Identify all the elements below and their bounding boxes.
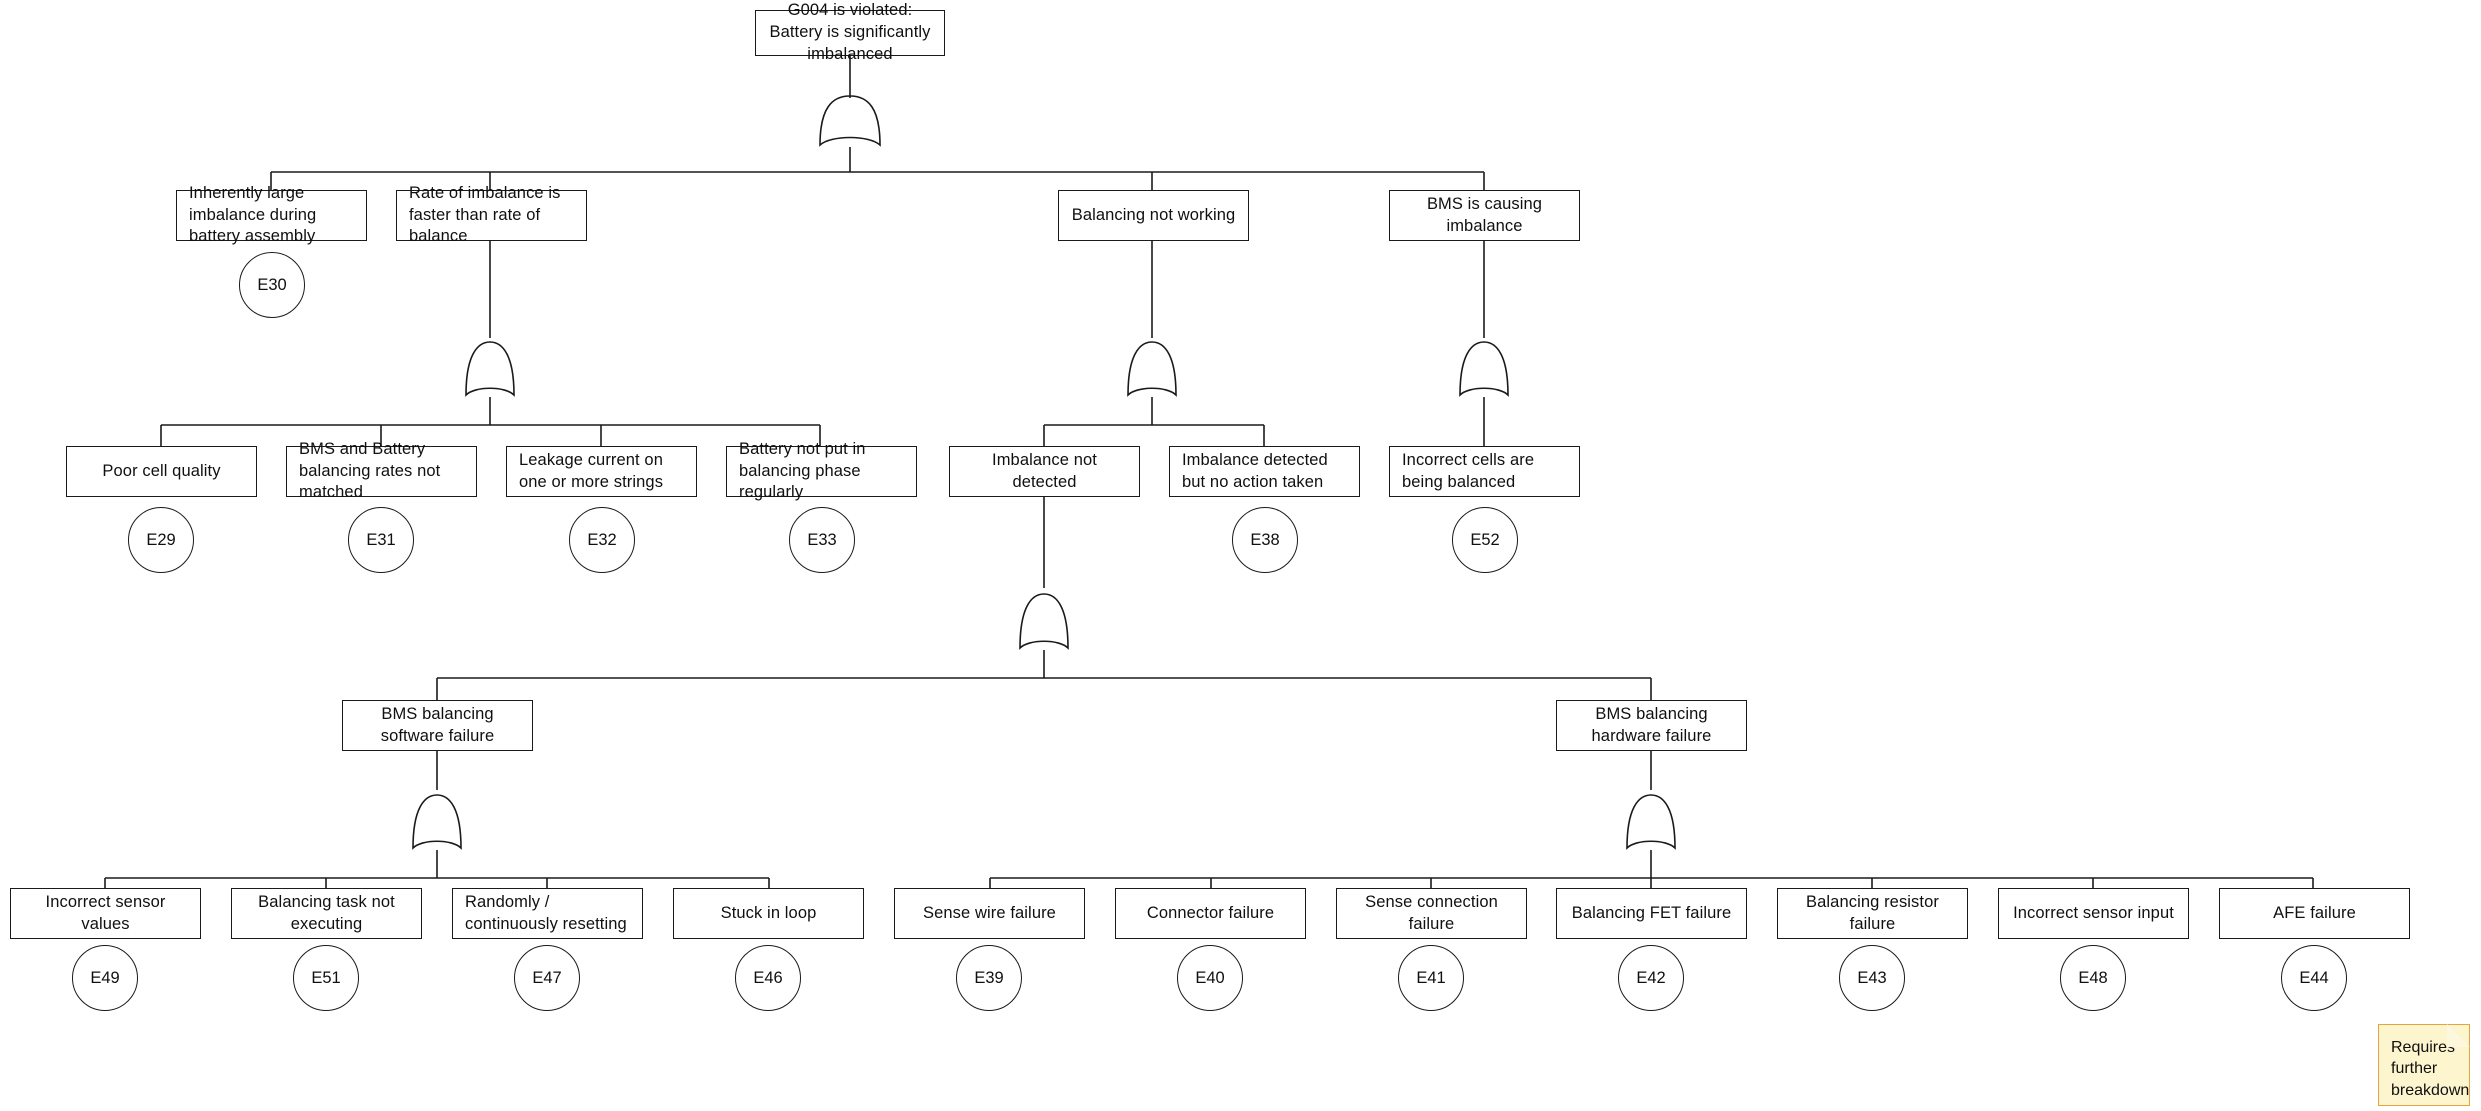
node-leakage-current-label: Leakage current on one or more strings bbox=[519, 450, 664, 491]
node-battery-not-balanced-regularly[interactable]: Battery not put in balancing phase regul… bbox=[726, 440, 917, 501]
event-circle-e47[interactable]: E47 bbox=[514, 945, 580, 1011]
sticky-note-text: Requires further breakdown bbox=[2391, 1039, 2470, 1099]
node-balancing-resistor-failure-label: Balancing resistor failure bbox=[1806, 892, 1939, 933]
node-top-event[interactable]: G004 is violated: Battery is significant… bbox=[755, 1, 945, 63]
node-sense-wire-failure[interactable]: Sense wire failure bbox=[894, 888, 1085, 939]
event-circle-e43[interactable]: E43 bbox=[1839, 945, 1905, 1011]
node-bms-balancing-hardware-failure[interactable]: BMS balancing hardware failure bbox=[1556, 700, 1747, 751]
node-connector-failure-label: Connector failure bbox=[1146, 903, 1275, 922]
node-poor-cell-quality-label: Poor cell quality bbox=[102, 461, 221, 480]
event-circle-e48[interactable]: E48 bbox=[2060, 945, 2126, 1011]
event-circle-e44[interactable]: E44 bbox=[2281, 945, 2347, 1011]
node-bms-balancing-software-failure-label: BMS balancing software failure bbox=[380, 704, 495, 745]
event-circle-e40[interactable]: E40 bbox=[1177, 945, 1243, 1011]
node-bms-balancing-hardware-failure-label: BMS balancing hardware failure bbox=[1591, 704, 1712, 745]
or-gate-imbalance-not-detected bbox=[1019, 593, 1069, 650]
node-randomly-continuously-resetting[interactable]: Randomly / continuously resetting bbox=[452, 888, 643, 939]
node-poor-cell-quality[interactable]: Poor cell quality bbox=[66, 446, 257, 497]
event-circle-e38-label: E38 bbox=[1250, 530, 1280, 549]
event-circle-e29-label: E29 bbox=[146, 530, 176, 549]
node-bms-causing-imbalance[interactable]: BMS is causing imbalance bbox=[1389, 190, 1580, 241]
event-circle-e33[interactable]: E33 bbox=[789, 507, 855, 573]
event-circle-e32-label: E32 bbox=[587, 530, 617, 549]
or-gate-balancing-not-working bbox=[1127, 341, 1177, 397]
event-circle-e43-label: E43 bbox=[1857, 968, 1887, 987]
event-circle-e48-label: E48 bbox=[2078, 968, 2108, 987]
event-circle-e49-label: E49 bbox=[90, 968, 120, 987]
or-gate-hardware-failure bbox=[1626, 794, 1676, 850]
event-circle-e31[interactable]: E31 bbox=[348, 507, 414, 573]
node-incorrect-cells-balanced-label: Incorrect cells are being balanced bbox=[1402, 450, 1535, 491]
node-sense-connection-failure[interactable]: Sense connection failure bbox=[1336, 888, 1527, 939]
event-circle-e38[interactable]: E38 bbox=[1232, 507, 1298, 573]
node-balancing-not-working[interactable]: Balancing not working bbox=[1058, 190, 1249, 241]
event-circle-e46-label: E46 bbox=[753, 968, 783, 987]
event-circle-e40-label: E40 bbox=[1195, 968, 1225, 987]
event-circle-e31-label: E31 bbox=[366, 530, 396, 549]
event-circle-e44-label: E44 bbox=[2299, 968, 2329, 987]
node-balancing-rates-not-matched[interactable]: BMS and Battery balancing rates not matc… bbox=[286, 440, 477, 501]
node-randomly-continuously-resetting-label: Randomly / continuously resetting bbox=[465, 892, 627, 933]
or-gate-bms-causing-imbalance bbox=[1459, 341, 1509, 397]
node-rate-of-imbalance[interactable]: Rate of imbalance is faster than rate of… bbox=[396, 184, 587, 245]
sticky-note-fold-icon bbox=[2447, 1024, 2470, 1047]
event-circle-e42-label: E42 bbox=[1636, 968, 1666, 987]
event-circle-e29[interactable]: E29 bbox=[128, 507, 194, 573]
event-circle-e41-label: E41 bbox=[1416, 968, 1446, 987]
node-imbalance-not-detected[interactable]: Imbalance not detected bbox=[949, 446, 1140, 497]
sticky-note-requires-further-breakdown[interactable]: Requires further breakdown bbox=[2378, 1024, 2470, 1106]
event-circle-e51-label: E51 bbox=[311, 968, 341, 987]
node-incorrect-sensor-values-label: Incorrect sensor values bbox=[45, 892, 166, 933]
node-inherently-large-imbalance[interactable]: Inherently large imbalance during batter… bbox=[176, 184, 367, 245]
node-stuck-in-loop[interactable]: Stuck in loop bbox=[673, 888, 864, 939]
node-imbalance-detected-no-action[interactable]: Imbalance detected but no action taken bbox=[1169, 446, 1360, 497]
node-sense-connection-failure-label: Sense connection failure bbox=[1365, 892, 1498, 933]
node-balancing-task-not-executing[interactable]: Balancing task not executing bbox=[231, 888, 422, 939]
event-circle-e51[interactable]: E51 bbox=[293, 945, 359, 1011]
node-incorrect-sensor-input-label: Incorrect sensor input bbox=[2013, 903, 2174, 922]
or-gate-rate-imbalance bbox=[465, 341, 515, 397]
event-circle-e49[interactable]: E49 bbox=[72, 945, 138, 1011]
event-circle-e33-label: E33 bbox=[807, 530, 837, 549]
event-circle-e42[interactable]: E42 bbox=[1618, 945, 1684, 1011]
node-bms-balancing-software-failure[interactable]: BMS balancing software failure bbox=[342, 700, 533, 751]
node-rate-of-imbalance-label: Rate of imbalance is faster than rate of… bbox=[409, 183, 561, 246]
node-afe-failure-label: AFE failure bbox=[2273, 903, 2356, 922]
node-balancing-not-working-label: Balancing not working bbox=[1071, 205, 1236, 224]
node-battery-not-balanced-regularly-label: Battery not put in balancing phase regul… bbox=[739, 439, 866, 502]
event-circle-e32[interactable]: E32 bbox=[569, 507, 635, 573]
node-afe-failure[interactable]: AFE failure bbox=[2219, 888, 2410, 939]
event-circle-e30[interactable]: E30 bbox=[239, 252, 305, 318]
node-leakage-current[interactable]: Leakage current on one or more strings bbox=[506, 446, 697, 497]
or-gate-top bbox=[819, 95, 881, 147]
node-incorrect-sensor-input[interactable]: Incorrect sensor input bbox=[1998, 888, 2189, 939]
node-bms-causing-imbalance-label: BMS is causing imbalance bbox=[1426, 194, 1543, 235]
node-top-event-label: G004 is violated: Battery is significant… bbox=[769, 1, 931, 63]
node-balancing-resistor-failure[interactable]: Balancing resistor failure bbox=[1777, 888, 1968, 939]
node-balancing-fet-failure-label: Balancing FET failure bbox=[1571, 903, 1732, 922]
node-balancing-fet-failure[interactable]: Balancing FET failure bbox=[1556, 888, 1747, 939]
event-circle-e52-label: E52 bbox=[1470, 530, 1500, 549]
event-circle-e46[interactable]: E46 bbox=[735, 945, 801, 1011]
node-imbalance-not-detected-label: Imbalance not detected bbox=[992, 450, 1097, 491]
node-connector-failure[interactable]: Connector failure bbox=[1115, 888, 1306, 939]
node-imbalance-detected-no-action-label: Imbalance detected but no action taken bbox=[1182, 450, 1328, 491]
node-sense-wire-failure-label: Sense wire failure bbox=[923, 903, 1056, 922]
event-circle-e47-label: E47 bbox=[532, 968, 562, 987]
event-circle-e39[interactable]: E39 bbox=[956, 945, 1022, 1011]
node-inherently-large-imbalance-label: Inherently large imbalance during batter… bbox=[189, 183, 317, 246]
node-stuck-in-loop-label: Stuck in loop bbox=[720, 903, 817, 922]
node-incorrect-sensor-values[interactable]: Incorrect sensor values bbox=[10, 888, 201, 939]
node-incorrect-cells-balanced[interactable]: Incorrect cells are being balanced bbox=[1389, 446, 1580, 497]
node-balancing-rates-not-matched-label: BMS and Battery balancing rates not matc… bbox=[299, 439, 441, 502]
node-balancing-task-not-executing-label: Balancing task not executing bbox=[258, 892, 395, 933]
event-circle-e52[interactable]: E52 bbox=[1452, 507, 1518, 573]
event-circle-e39-label: E39 bbox=[974, 968, 1004, 987]
or-gate-software-failure bbox=[412, 794, 462, 850]
event-circle-e41[interactable]: E41 bbox=[1398, 945, 1464, 1011]
event-circle-e30-label: E30 bbox=[257, 275, 287, 294]
